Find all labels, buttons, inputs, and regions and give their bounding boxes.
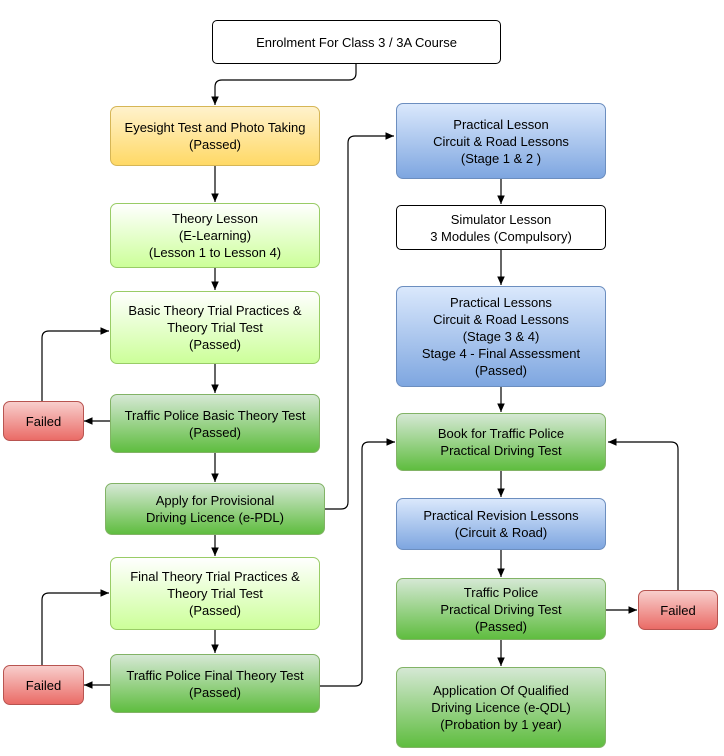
arrow-ftt-to-book: [320, 438, 395, 687]
node-text-line: (Stage 1 & 2 ): [460, 150, 542, 166]
node-text-line: Circuit & Road Lessons: [433, 312, 569, 327]
node-failed-practical: Failed: [638, 590, 718, 630]
node-basic-theory-trial: Basic Theory Trial Practices & Theory Tri…: [110, 291, 320, 364]
node-text-line: (Passed): [188, 684, 242, 700]
arrow-failed-to-final-trial: [41, 589, 109, 665]
node-text-line: Circuit & Road Lessons: [433, 133, 569, 149]
node-theory-lesson: Theory Lesson (E-Learning) (Lesson 1 to Le…: [110, 203, 320, 268]
node-text-line: Failed: [660, 602, 696, 618]
node-text-line: Practical Lesson: [453, 116, 549, 132]
node-final-theory-test: Traffic Police Final Theory Test(Passed): [110, 654, 320, 713]
node-text-line: Stage 4 - Final Assessment: [421, 346, 581, 361]
node-eyesight-test: Eyesight Test and Photo Taking (Passed): [110, 106, 320, 166]
node-practical-revision: Practical Revision Lessons (Circuit & Roa…: [396, 498, 606, 550]
node-text-line: Traffic Police Final Theory Test: [126, 667, 304, 683]
arrow-failed-to-book: [608, 438, 679, 590]
node-text-line: (Stage 3 & 4): [462, 329, 540, 344]
node-text-line: Failed: [25, 677, 62, 693]
node-text-line: Basic Theory Trial Practices &: [128, 303, 302, 318]
node-text-line: (Circuit & Road): [454, 525, 548, 540]
node-enrolment: Enrolment For Class 3 / 3A Course: [212, 20, 501, 64]
node-text-line: 3 Modules (Compulsory): [430, 228, 572, 244]
node-text-line: Apply for Provisional: [155, 493, 275, 508]
node-text-line: Enrolment For Class 3 / 3A Course: [256, 34, 457, 50]
node-text-line: Driving Licence (e-QDL): [431, 700, 571, 715]
node-text-line: Traffic Police Basic Theory Test: [124, 407, 306, 423]
node-failed-final: Failed: [3, 665, 84, 705]
node-text-line: Traffic Police: [463, 584, 539, 600]
node-text-line: Practical Driving Test: [440, 443, 562, 458]
node-text-line: Theory Trial Test: [167, 586, 263, 601]
node-text-line: Driving Licence (e-PDL): [146, 510, 284, 525]
node-text-line: (Passed): [188, 424, 242, 440]
node-text-line: Failed: [25, 413, 62, 429]
arrow-epdl-to-practical: [325, 132, 394, 510]
node-text-line: (Probation by 1 year): [440, 717, 562, 732]
node-text-line: Final Theory Trial Practices &: [130, 569, 300, 584]
node-text-line: (Passed): [188, 337, 242, 352]
node-text-line: (Passed): [474, 363, 528, 378]
node-text-line: Theory Lesson: [172, 211, 258, 226]
node-text-line: Application Of Qualified: [433, 683, 569, 698]
node-final-theory-trial: Final Theory Trial Practices & Theory Tri…: [110, 557, 320, 630]
node-failed-basic: Failed: [3, 401, 84, 441]
node-text-line: Book for Traffic Police: [437, 426, 565, 441]
node-text-line: (Passed): [188, 137, 242, 152]
node-text-line: Theory Trial Test: [167, 320, 263, 335]
node-text-line: (E-Learning): [178, 228, 252, 243]
node-text-line: Practical Lessons: [450, 295, 552, 310]
arrow-failed-to-basic-trial: [41, 327, 109, 401]
node-text-line: Practical Driving Test: [440, 601, 562, 617]
node-text-line: (Lesson 1 to Lesson 4): [148, 245, 282, 260]
node-text-line: Practical Revision Lessons: [423, 508, 579, 523]
node-text-line: (Passed): [188, 603, 242, 618]
arrow-enrolment-to-eyesight: [211, 64, 357, 105]
node-text-line: (Passed): [474, 618, 528, 634]
node-text-line: Simulator Lesson: [450, 211, 552, 227]
node-text-line: Eyesight Test and Photo Taking: [124, 120, 306, 135]
node-basic-theory-test: Traffic Police Basic Theory Test(Passed): [110, 394, 320, 453]
